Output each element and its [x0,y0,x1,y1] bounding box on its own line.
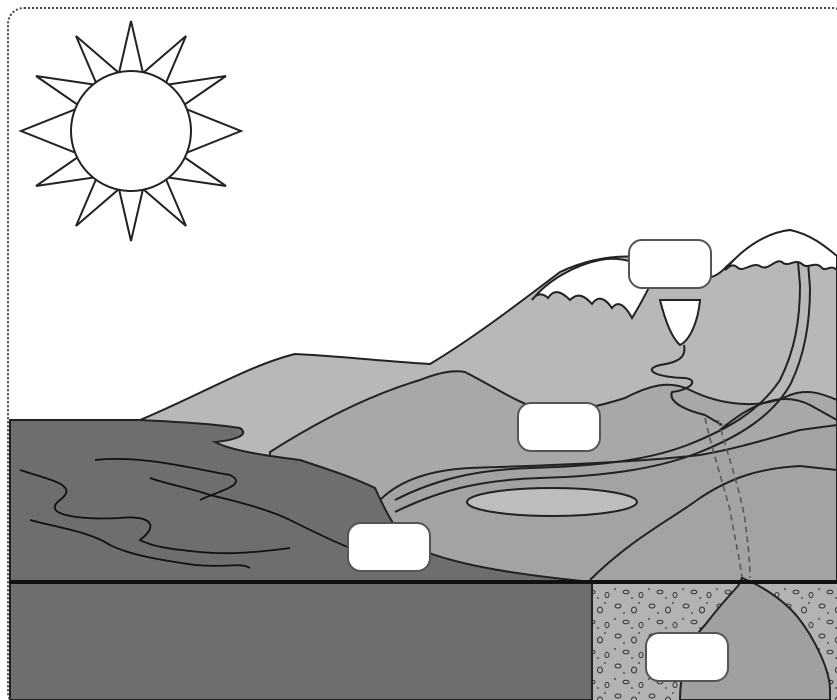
label-box-groundwater[interactable] [645,632,729,682]
lake [467,488,637,516]
label-box-river[interactable] [517,402,601,452]
label-box-ocean[interactable] [347,522,431,572]
sun-disc [71,71,191,191]
label-box-snow[interactable] [628,239,712,289]
